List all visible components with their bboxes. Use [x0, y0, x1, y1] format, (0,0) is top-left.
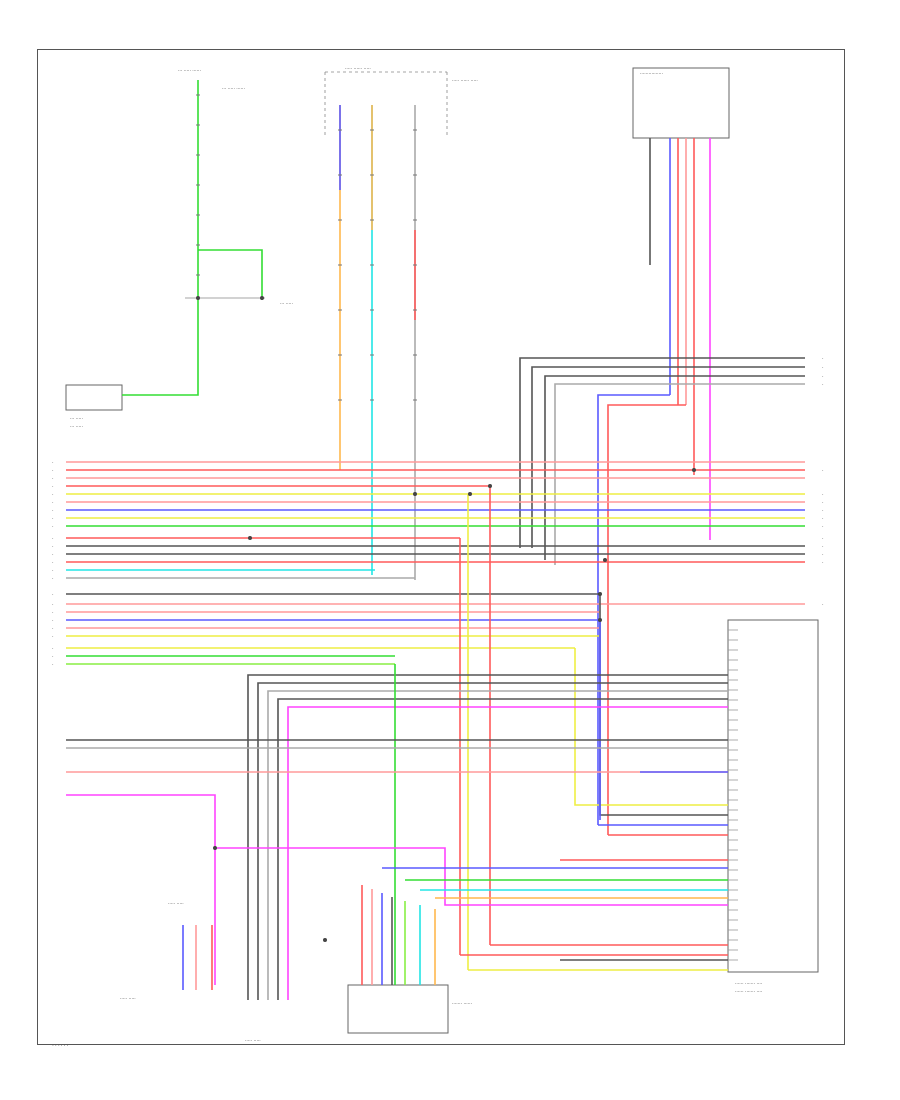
bus-terminal-left: · [52, 576, 54, 582]
diagram-frame [37, 49, 845, 1045]
control-unit-right-label: ······ ······· ···· [735, 982, 762, 987]
bus-terminal-left: · [52, 484, 54, 490]
splice-dot [603, 558, 607, 562]
harness-gray [554, 383, 805, 565]
connector-top-right-box [632, 67, 730, 139]
footer-code: ······ [52, 1043, 70, 1050]
bus-terminal-left: · [52, 476, 54, 482]
bus-terminal-right: · [822, 602, 824, 608]
relay-left-sublabel: ··· ····· [70, 425, 83, 430]
bus-terminal-left: · [52, 460, 54, 466]
control-unit-right-box [727, 619, 819, 973]
sensor-bottom-center-box [347, 984, 449, 1034]
bus-terminal-left: · [52, 592, 54, 598]
fuse-block-top-left-label: ··· ····· ······ [178, 69, 201, 74]
bus-terminal-left: · [52, 468, 54, 474]
relay-left-label: ··· ····· [70, 417, 83, 422]
lower-harness-2 [257, 682, 728, 1000]
bus-terminal-left: · [52, 602, 54, 608]
bus-terminal-right: · [822, 365, 824, 371]
bus-terminal-left: · [52, 618, 54, 624]
splice-dot [248, 536, 252, 540]
splice-dot [323, 938, 327, 942]
bus-terminal-right: · [822, 468, 824, 474]
lower-harness-5 [287, 706, 728, 1000]
sensor-bottom-center-label: ······· ······ [452, 1002, 472, 1007]
splice-dot [692, 468, 696, 472]
bus-terminal-left: · [52, 610, 54, 616]
fuse-block-top-center-sublabel: ····· ······ ····· [452, 79, 478, 84]
relay-output-wire [122, 300, 199, 396]
bus-terminal-left: · [52, 508, 54, 514]
drop-yellow-2 [574, 648, 728, 806]
bus-terminal-right: · [822, 552, 824, 558]
bus-terminal-left: · [52, 626, 54, 632]
splice-dot [468, 492, 472, 496]
bus-terminal-right: · [822, 516, 824, 522]
bus-terminal-right: · [822, 500, 824, 506]
bus-terminal-left: · [52, 524, 54, 530]
fuse-block-top-left-sublabel: ··· ····· ······ [222, 87, 245, 92]
splice-dot [196, 296, 200, 300]
bus-terminal-left: · [52, 560, 54, 566]
splice-dot [488, 484, 492, 488]
lower-harness-1 [247, 674, 728, 1000]
bus-terminal-left: · [52, 646, 54, 652]
bus-terminal-right: · [822, 536, 824, 542]
bus-terminal-right: · [822, 508, 824, 514]
bus-terminal-right: · [822, 374, 824, 380]
lower-harness-3 [267, 690, 728, 1000]
lower-harness-4 [277, 698, 728, 1000]
bus-terminal-right: · [822, 382, 824, 388]
bus-terminal-left: · [52, 568, 54, 574]
harness-blue-down [597, 394, 670, 825]
connector-top-right-label: ················ [640, 72, 663, 77]
bus-terminal-left: · [52, 552, 54, 558]
bus-terminal-right: · [822, 356, 824, 362]
relay-left-box [65, 384, 123, 411]
harness-black-3 [544, 375, 805, 560]
splice-dot [598, 592, 602, 596]
bus-terminal-left: · [52, 634, 54, 640]
bus-terminal-right: · [822, 544, 824, 550]
bus-terminal-right: · [822, 492, 824, 498]
control-unit-right-sublabel: ······ ······· ···· [735, 990, 762, 995]
relay-label: ··· ····· [280, 302, 293, 307]
bus-terminal-right: · [822, 560, 824, 566]
splice-dot [213, 846, 217, 850]
bus-terminal-left: · [52, 536, 54, 542]
bus-terminal-left: · [52, 516, 54, 522]
connector-bottom-label: ····· ····· [245, 1039, 261, 1044]
harness-black-2 [531, 366, 805, 548]
left-wire-d [66, 794, 216, 985]
harness-black-1 [519, 357, 805, 548]
switch-bottom-left-label: ····· ····· [168, 902, 184, 907]
relay-coil-wire [198, 249, 263, 300]
splice-dot [260, 296, 264, 300]
bus-terminal-right: · [822, 524, 824, 530]
bus-terminal-left: · [52, 544, 54, 550]
bus-terminal-left: · [52, 654, 54, 660]
switch-bottom-left-sublabel: ····· ····· [120, 997, 136, 1002]
bus-terminal-left: · [52, 500, 54, 506]
bus-terminal-left: · [52, 492, 54, 498]
bus-terminal-left: · [52, 662, 54, 668]
fuse-block-top-center-label: ····· ······ ····· [345, 67, 371, 72]
splice-dot [413, 492, 417, 496]
magenta-loop [215, 847, 728, 906]
cu-black-in [599, 594, 728, 816]
splice-dot [598, 618, 602, 622]
